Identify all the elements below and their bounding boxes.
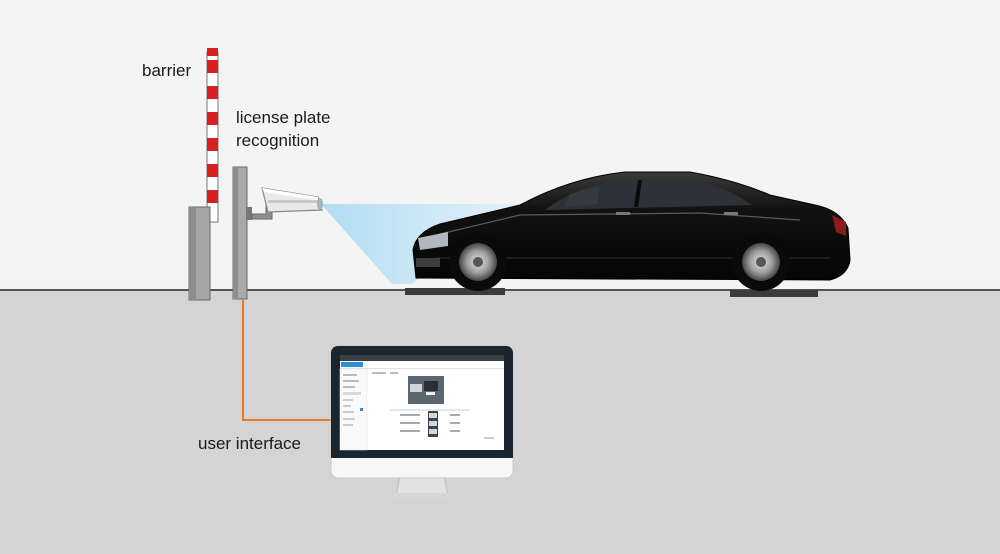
car-rear-wheel [732,233,790,291]
barrier-stripes [207,60,218,203]
barrier-top-cap [207,48,218,56]
car-icon [405,171,851,297]
barrier-gate-icon [188,48,219,301]
user-interface-label: user interface [198,434,301,453]
monitor-base [390,493,454,499]
data-cable [242,300,333,421]
wheel-stop-front [405,288,505,295]
wheel-stop-rear [730,290,818,297]
lpr-camera-icon [246,187,323,220]
barrier-label: barrier [142,61,192,80]
car-front-wheel [449,233,507,291]
monitor-screen [339,355,504,451]
lpr-camera-post [232,166,248,300]
license-plate-recognition-label: license plate recognition [236,108,331,150]
monitor-icon [330,345,514,499]
